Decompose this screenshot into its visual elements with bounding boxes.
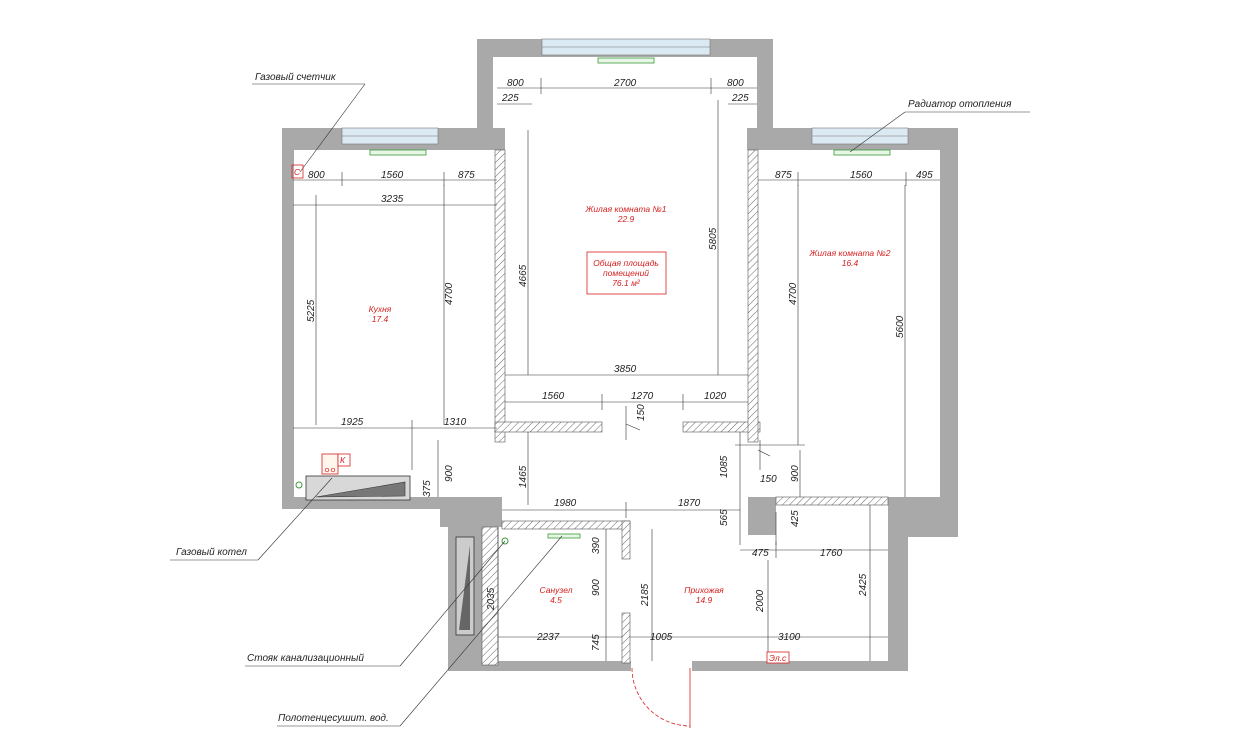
dim-c-1980: 1980	[554, 498, 577, 509]
kitchen-counter	[295, 475, 411, 501]
kitchen-name: Кухня	[369, 304, 392, 314]
interior-walls	[481, 149, 889, 666]
dim-l1-150: 150	[636, 404, 647, 421]
total-area-line2: помещений	[603, 268, 649, 278]
sewer-riser-callout: Стояк канализационный	[247, 653, 364, 664]
dim-c-475: 475	[752, 548, 769, 559]
radiator-living1	[597, 57, 655, 64]
hallway-area: 14.9	[696, 595, 713, 605]
kitchen-area: 17.4	[372, 314, 389, 324]
dim-top-225-right: 225	[731, 93, 749, 104]
dim-l2-150: 150	[760, 474, 777, 485]
living-room-2-name: Жилая комната №2	[809, 248, 891, 258]
gas-meter-mark: С	[294, 167, 301, 177]
dim-top-225-left: 225	[501, 93, 519, 104]
dim-l1-1270: 1270	[631, 391, 654, 402]
towel-dryer-callout: Полотенцесушит. вод.	[278, 713, 389, 724]
dim-c-425: 425	[790, 510, 801, 527]
living-room-2-area: 16.4	[842, 258, 859, 268]
dim-k-3235: 3235	[381, 194, 404, 205]
dim-k-1560: 1560	[381, 170, 404, 181]
dim-l2-1560: 1560	[850, 170, 873, 181]
dimension-lines	[170, 78, 1030, 727]
radiator-living2	[833, 149, 891, 156]
dim-k-375: 375	[422, 480, 433, 497]
dim-l1-3850: 3850	[614, 364, 637, 375]
gas-meter-callout: Газовый счетчик	[255, 72, 337, 83]
total-area-line1: Общая площадь	[593, 258, 659, 268]
total-area-box	[586, 251, 667, 295]
dim-c-2185: 2185	[640, 583, 651, 607]
living-room-1-name: Жилая комната №1	[585, 204, 667, 214]
dim-b-900: 900	[591, 579, 602, 596]
hallway-name: Прихожая	[684, 585, 724, 595]
dim-l2-495: 495	[916, 170, 933, 181]
dim-l2-875: 875	[775, 170, 792, 181]
dim-l1-4665: 4665	[518, 264, 529, 287]
dim-k-900: 900	[444, 465, 455, 482]
dim-c-565: 565	[719, 509, 730, 526]
dim-l2-5600: 5600	[895, 315, 906, 338]
dim-c-2425: 2425	[858, 573, 869, 597]
dim-l1-1560: 1560	[542, 391, 565, 402]
dim-c-1760: 1760	[820, 548, 843, 559]
dim-b-390: 390	[591, 537, 602, 554]
electric-panel-mark: Эл.с	[769, 653, 787, 663]
dim-b-745: 745	[591, 634, 602, 651]
dim-k-4700: 4700	[444, 282, 455, 305]
entrance-door	[631, 667, 691, 728]
dim-k-800: 800	[308, 170, 325, 181]
dim-c-1465: 1465	[518, 465, 529, 488]
dim-l2-900: 900	[790, 465, 801, 482]
dim-top-800-right: 800	[727, 78, 744, 89]
dim-c-2000: 2000	[755, 589, 766, 613]
radiator-kitchen	[369, 149, 427, 156]
dim-top-2700: 2700	[613, 78, 637, 89]
windows	[341, 38, 909, 539]
living-room-1-area: 22.9	[617, 214, 635, 224]
dim-c-1870: 1870	[678, 498, 701, 509]
dim-b-2035: 2035	[486, 587, 497, 611]
room-labels: Жилая комната №1 22.9 Жилая комната №2 1…	[369, 204, 891, 605]
dimension-texts: 800 2700 800 225 225 800 1560 875 3235 5…	[306, 78, 933, 651]
bathroom-name: Санузел	[540, 585, 573, 595]
dim-k-1925: 1925	[341, 417, 364, 428]
symbol-marks: С К Эл.с	[291, 164, 790, 664]
gas-boiler-callout: Газовый котел	[176, 547, 247, 558]
total-area-value: 76.1 м²	[612, 278, 641, 288]
bathroom-area: 4.5	[550, 595, 562, 605]
dim-c-1005: 1005	[650, 632, 673, 643]
dim-l1-1020: 1020	[704, 391, 727, 402]
boiler-mark: К	[340, 455, 346, 465]
dim-k-1310: 1310	[444, 417, 467, 428]
dim-top-800-left: 800	[507, 78, 524, 89]
dim-k-875: 875	[458, 170, 475, 181]
callout-labels: Газовый счетчик Радиатор отопления Газов…	[176, 72, 1012, 724]
dim-l1-5805: 5805	[708, 227, 719, 250]
dim-b-2237: 2237	[536, 632, 560, 643]
dim-l2-4700: 4700	[788, 282, 799, 305]
dim-c-3100: 3100	[778, 632, 801, 643]
bathtub	[455, 536, 509, 636]
radiator-callout: Радиатор отопления	[908, 99, 1012, 110]
towel-dryer	[547, 533, 581, 539]
dim-k-5225: 5225	[306, 299, 317, 322]
dim-l2-1085: 1085	[719, 455, 730, 478]
